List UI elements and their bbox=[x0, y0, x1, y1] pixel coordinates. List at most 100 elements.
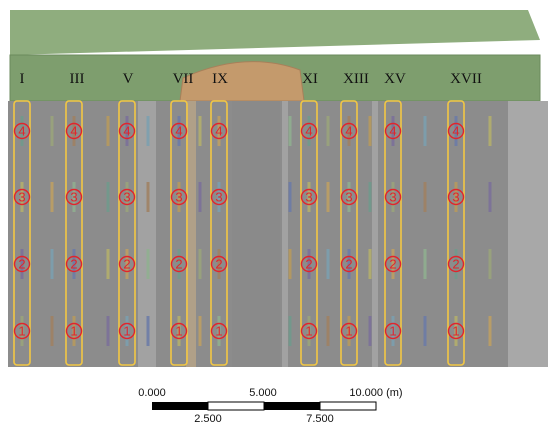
position-marker-label: 1 bbox=[305, 324, 312, 339]
position-marker-label: 1 bbox=[215, 324, 222, 339]
sensor-stick bbox=[368, 316, 372, 346]
scale-seg-2 bbox=[207, 401, 265, 411]
sensor-stick bbox=[177, 316, 181, 346]
sensor-stick bbox=[307, 249, 311, 279]
sensor-stick bbox=[198, 116, 202, 146]
roof-top bbox=[10, 10, 540, 55]
position-marker: 3 bbox=[384, 188, 402, 206]
position-marker: 3 bbox=[13, 188, 31, 206]
sensor-stick bbox=[288, 316, 292, 346]
sensor-stick bbox=[288, 182, 292, 212]
position-marker: 4 bbox=[170, 122, 188, 140]
position-marker: 3 bbox=[300, 188, 318, 206]
sensor-stick bbox=[347, 249, 351, 279]
sensor-stick bbox=[72, 249, 76, 279]
position-marker-label: 3 bbox=[175, 190, 182, 205]
sensor-stick bbox=[326, 249, 330, 279]
axis-label-XVII: XVII bbox=[450, 71, 482, 87]
sensor-stick bbox=[307, 182, 311, 212]
position-marker-label: 3 bbox=[70, 190, 77, 205]
sensor-stick bbox=[50, 116, 54, 146]
position-marker: 2 bbox=[118, 255, 136, 273]
position-marker-label: 1 bbox=[452, 324, 459, 339]
sensor-stick bbox=[198, 182, 202, 212]
position-marker-label: 3 bbox=[305, 190, 312, 205]
position-marker: 1 bbox=[384, 322, 402, 340]
position-marker-label: 3 bbox=[18, 190, 25, 205]
axis-label-XV: XV bbox=[384, 71, 406, 87]
position-marker-label: 4 bbox=[18, 124, 25, 139]
sensor-stick bbox=[326, 116, 330, 146]
highlight-box-VII bbox=[170, 100, 188, 366]
sensor-stick bbox=[146, 316, 150, 346]
sensor-stick bbox=[146, 182, 150, 212]
sensor-stick bbox=[454, 316, 458, 346]
highlight-box-V bbox=[118, 100, 136, 366]
position-marker: 1 bbox=[300, 322, 318, 340]
sensor-stick bbox=[106, 116, 110, 146]
sensor-stick bbox=[217, 116, 221, 146]
position-marker: 1 bbox=[210, 322, 228, 340]
sensor-stick bbox=[288, 116, 292, 146]
sensor-stick bbox=[50, 316, 54, 346]
position-marker-label: 4 bbox=[452, 124, 459, 139]
scale-label-7-5: 7.500 bbox=[306, 413, 334, 425]
position-marker-label: 2 bbox=[18, 257, 25, 272]
sensor-stick bbox=[368, 116, 372, 146]
position-marker-label: 1 bbox=[18, 324, 25, 339]
sensor-stick bbox=[106, 316, 110, 346]
sensor-stick bbox=[488, 182, 492, 212]
sensor-stick bbox=[125, 249, 129, 279]
position-marker-label: 4 bbox=[305, 124, 312, 139]
position-marker-label: 3 bbox=[215, 190, 222, 205]
sensor-stick bbox=[20, 316, 24, 346]
sensor-stick bbox=[72, 116, 76, 146]
axis-label-I: I bbox=[20, 71, 25, 87]
sensor-stick bbox=[307, 116, 311, 146]
sensor-stick bbox=[198, 249, 202, 279]
position-marker-label: 2 bbox=[215, 257, 222, 272]
highlight-box-XIII bbox=[340, 100, 358, 366]
position-marker-label: 1 bbox=[70, 324, 77, 339]
position-marker: 1 bbox=[118, 322, 136, 340]
sensor-stick bbox=[125, 116, 129, 146]
sensor-stick bbox=[125, 316, 129, 346]
position-marker: 4 bbox=[447, 122, 465, 140]
position-marker-label: 3 bbox=[345, 190, 352, 205]
position-marker-label: 2 bbox=[389, 257, 396, 272]
position-marker-label: 1 bbox=[389, 324, 396, 339]
sensor-stick bbox=[72, 182, 76, 212]
highlight-box-III bbox=[65, 100, 83, 366]
position-marker: 4 bbox=[300, 122, 318, 140]
sensor-stick bbox=[106, 182, 110, 212]
sensor-stick bbox=[368, 182, 372, 212]
scale-label-0: 0.000 bbox=[138, 387, 166, 399]
highlight-box-XV bbox=[384, 100, 402, 366]
position-marker-label: 4 bbox=[215, 124, 222, 139]
position-marker: 3 bbox=[340, 188, 358, 206]
position-marker-label: 3 bbox=[452, 190, 459, 205]
position-marker: 2 bbox=[447, 255, 465, 273]
position-marker: 1 bbox=[340, 322, 358, 340]
sensor-stick bbox=[50, 182, 54, 212]
position-marker: 1 bbox=[65, 322, 83, 340]
position-marker-label: 1 bbox=[123, 324, 130, 339]
axis-label-III: III bbox=[70, 71, 85, 87]
sensor-stick bbox=[50, 249, 54, 279]
position-marker-label: 2 bbox=[70, 257, 77, 272]
scale-label-10: 10.000 (m) bbox=[349, 387, 402, 399]
sensor-stick bbox=[146, 116, 150, 146]
sensor-stick bbox=[177, 249, 181, 279]
dome bbox=[179, 61, 305, 102]
sensor-stick bbox=[125, 182, 129, 212]
sensor-stick bbox=[20, 116, 24, 146]
sensor-stick bbox=[423, 182, 427, 212]
position-marker: 4 bbox=[65, 122, 83, 140]
position-marker-label: 4 bbox=[175, 124, 182, 139]
sensor-stick bbox=[198, 316, 202, 346]
highlight-box-XI bbox=[300, 100, 318, 366]
position-marker: 3 bbox=[118, 188, 136, 206]
position-marker-label: 4 bbox=[123, 124, 130, 139]
axis-label-XI: XI bbox=[302, 71, 318, 87]
